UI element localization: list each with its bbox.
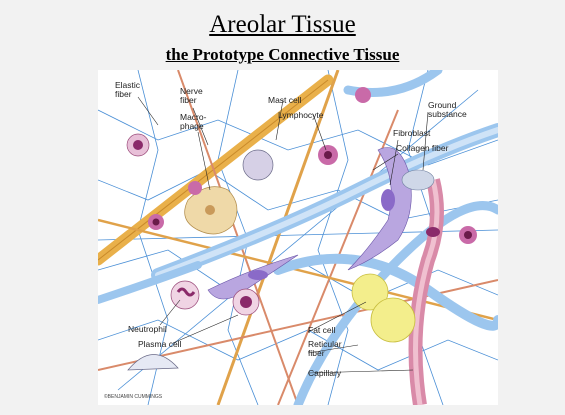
label-nerve-fiber: Nerve fiber — [180, 86, 205, 105]
slide-subtitle: the Prototype Connective Tissue — [165, 45, 400, 64]
label-fat-cell: Fat cell — [308, 325, 336, 335]
tissue-drawing: Elastic fiber Nerve fiber Macro- phage M… — [98, 70, 498, 405]
label-mast-cell: Mast cell — [268, 95, 302, 105]
label-macrophage: Macro- phage — [180, 112, 209, 131]
figure-credit: ©BENJAMIN CUMMINGS — [104, 393, 163, 400]
macrophage — [184, 186, 238, 235]
label-plasma-cell: Plasma cell — [138, 339, 182, 349]
label-reticular-fiber: Reticular fiber — [308, 339, 344, 358]
mast-cells — [242, 145, 338, 181]
neutrophil — [170, 280, 200, 310]
plasma-cell — [232, 288, 260, 316]
label-lymphocyte: Lymphocyte — [278, 110, 324, 120]
label-leader-lines — [137, 96, 429, 374]
label-capillary: Capillary — [308, 368, 342, 378]
label-ground-substance: Ground substance — [428, 100, 467, 119]
label-fibroblast: Fibroblast — [393, 128, 431, 138]
elastic-fibers — [98, 70, 498, 405]
granular-cell — [127, 354, 179, 371]
fat-cells — [351, 273, 416, 343]
label-elastic-fiber: Elastic fiber — [115, 80, 142, 99]
capillary — [408, 178, 444, 405]
ground-substance-blob — [401, 169, 435, 191]
label-collagen-fiber: Collagen fiber — [396, 143, 449, 153]
areolar-tissue-illustration: Elastic fiber Nerve fiber Macro- phage M… — [98, 70, 498, 405]
fibroblasts — [207, 147, 412, 300]
label-neutrophil: Neutrophil — [128, 324, 167, 334]
nucleated-cells — [126, 87, 477, 244]
slide-title: Areolar Tissue — [209, 11, 356, 38]
